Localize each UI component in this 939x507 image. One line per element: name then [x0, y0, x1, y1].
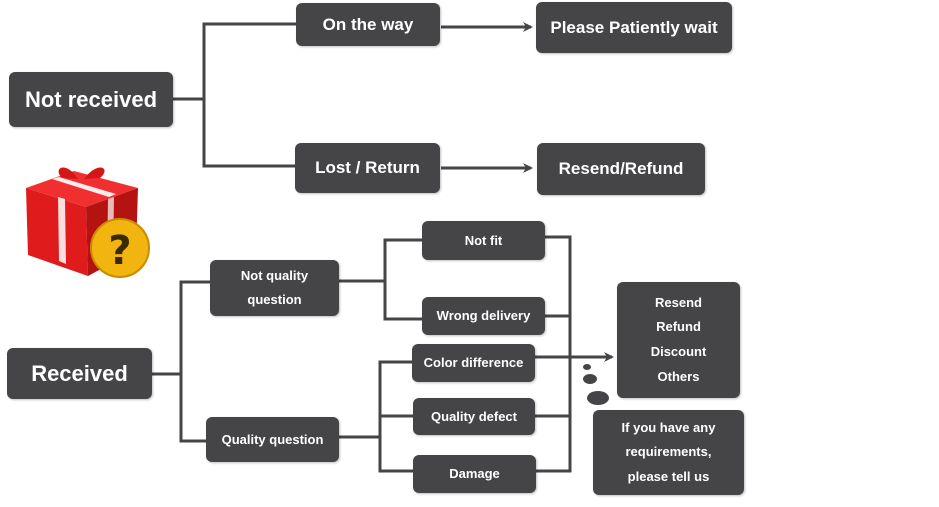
- patiently-wait-box: Please Patiently wait: [536, 2, 732, 53]
- not-fit-box: Not fit: [422, 221, 545, 260]
- resend-refund-box: Resend/Refund: [537, 143, 705, 195]
- svg-text:?: ?: [108, 228, 131, 274]
- color-difference-box: Color difference: [412, 344, 535, 382]
- solutions-box: Resend Refund Discount Others: [617, 282, 740, 398]
- connector-not-received-tree: [202, 22, 296, 168]
- connector-not-quality-tree: [383, 238, 422, 321]
- not-quality-question-box: Not quality question: [210, 260, 339, 316]
- connector-merge-top: [536, 235, 572, 473]
- wrong-delivery-box: Wrong delivery: [422, 297, 545, 335]
- connector-received-tree: [179, 280, 210, 443]
- quality-question-box: Quality question: [206, 417, 339, 462]
- requirements-box: If you have any requirements, please tel…: [593, 410, 744, 495]
- question-mark-icon: ?: [90, 218, 150, 278]
- lost-return-box: Lost / Return: [295, 143, 440, 193]
- thought-bubble-medium: [583, 374, 597, 384]
- received-box: Received: [7, 348, 152, 399]
- quality-defect-box: Quality defect: [413, 398, 535, 435]
- damage-box: Damage: [413, 455, 536, 493]
- thought-bubble-small: [583, 364, 591, 370]
- thought-bubble-large: [587, 391, 609, 405]
- on-the-way-box: On the way: [296, 3, 440, 46]
- not-received-box: Not received: [9, 72, 173, 127]
